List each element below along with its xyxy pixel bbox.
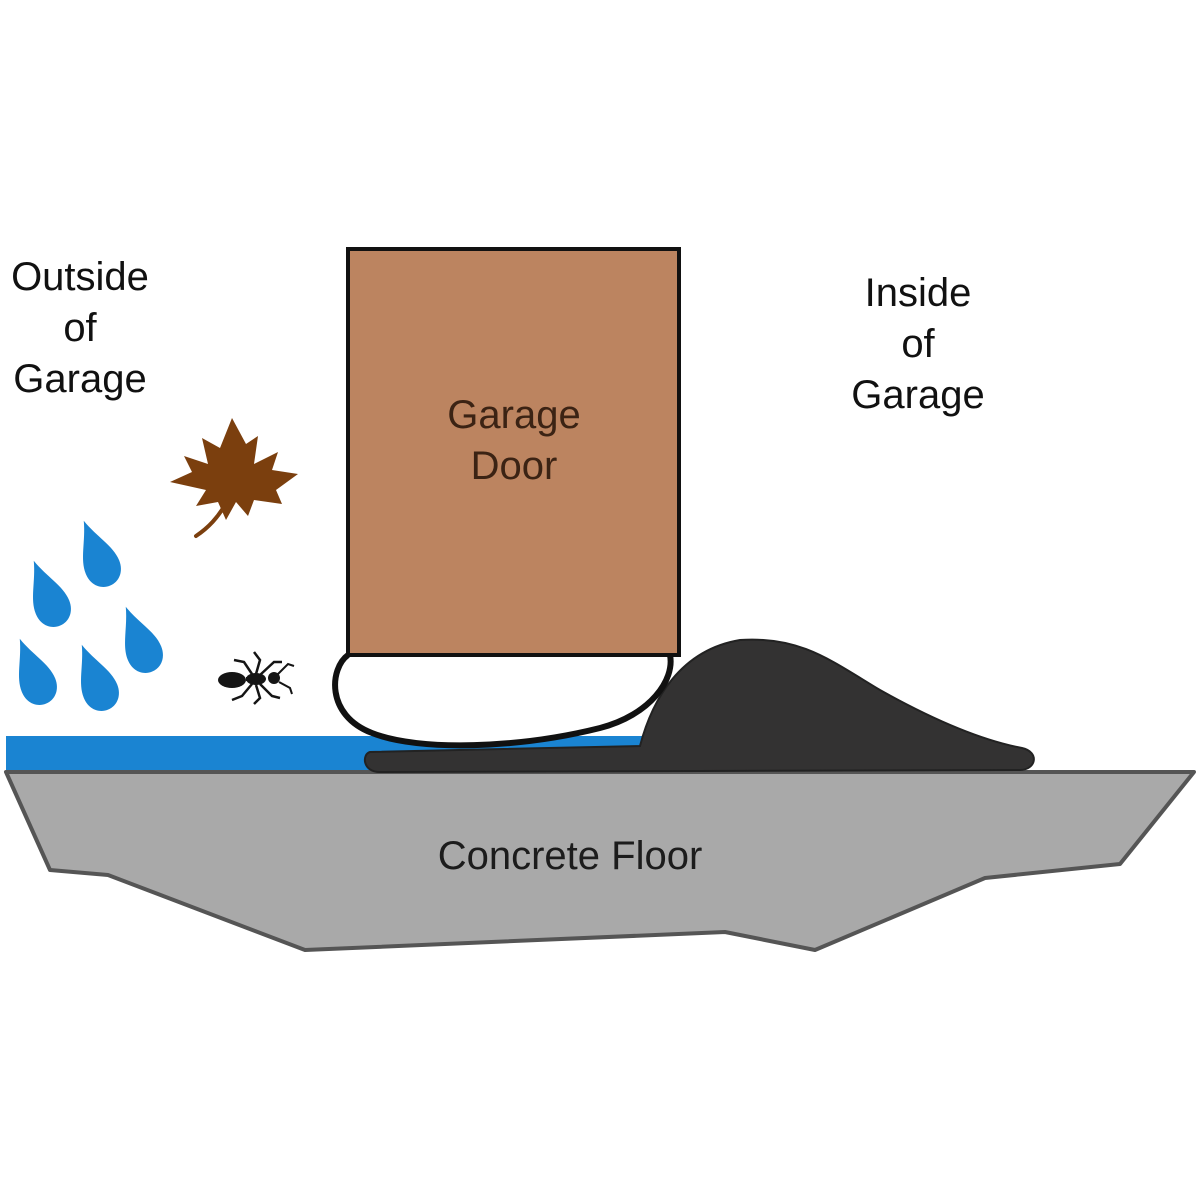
door-label-line: Door: [470, 444, 558, 488]
inside-of-garage-label: Inside of Garage: [828, 268, 1008, 421]
inside-label-line: Inside: [864, 271, 972, 315]
outside-label-line: Garage: [13, 357, 147, 401]
outside-label-line: Outside: [11, 255, 149, 299]
floor-label-line: Concrete Floor: [437, 834, 703, 878]
garage-door-label: Garage Door: [348, 390, 680, 492]
threshold-seal: [363, 638, 1035, 774]
raindrop-icon: [17, 554, 77, 633]
outside-of-garage-label: Outside of Garage: [0, 252, 160, 405]
raindrop-icon: [65, 638, 125, 717]
concrete-floor: [4, 770, 1196, 952]
maple-leaf-icon: [170, 418, 298, 538]
door-label-line: Garage: [447, 393, 581, 437]
bulb-seal: [332, 652, 674, 749]
inside-label-line: of: [901, 322, 935, 366]
inside-label-line: Garage: [851, 373, 985, 417]
raindrop-icon: [109, 600, 169, 679]
raindrop-icon: [3, 632, 63, 711]
ant-icon: [218, 651, 295, 705]
garage-door: [346, 247, 681, 657]
outside-label-line: of: [63, 306, 97, 350]
raindrop-icons: [3, 514, 169, 717]
concrete-floor-label: Concrete Floor: [370, 830, 770, 882]
raindrop-icon: [67, 514, 127, 593]
